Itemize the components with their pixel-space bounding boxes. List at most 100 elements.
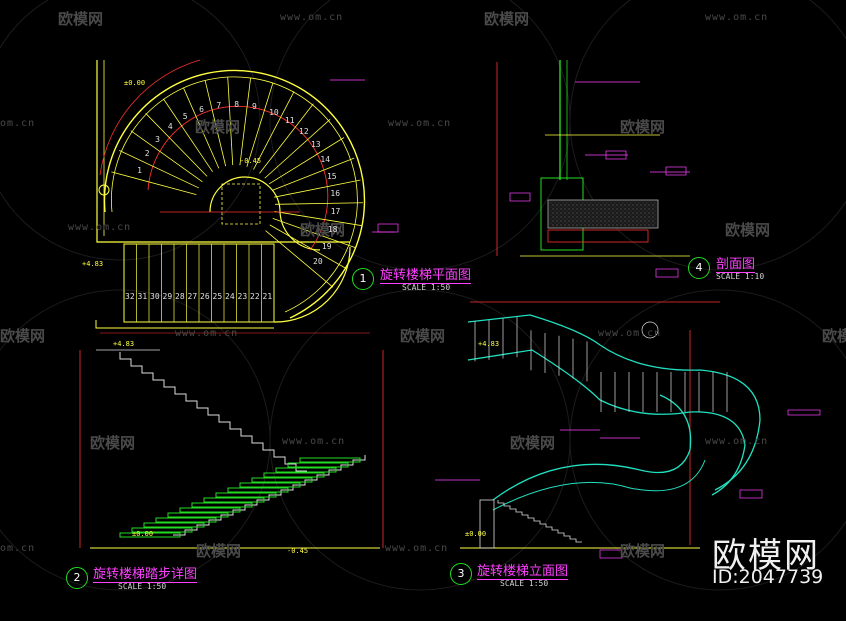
watermark-logo: 欧模网 <box>620 542 666 560</box>
tread-rect <box>119 532 181 538</box>
tread-line <box>145 113 208 177</box>
level-plan-left: +4.83 <box>82 260 104 268</box>
drawing-number-badge: 2 <box>66 567 88 589</box>
step-number: 21 <box>262 292 273 301</box>
step-number: 15 <box>326 171 337 181</box>
drawing-scale: SCALE 1:10 <box>716 272 765 281</box>
tread-rect <box>179 507 241 513</box>
section-tag-b <box>509 192 531 202</box>
watermark-logo: 欧模网 <box>90 434 136 452</box>
tread-line <box>272 217 356 249</box>
step-number: 32 <box>125 292 135 301</box>
detail-lower-flight <box>173 455 366 536</box>
watermark-url: www.om.cn <box>68 222 132 233</box>
watermark-logo: 欧模网 <box>510 434 556 452</box>
plan-dim-arc-outer <box>99 59 201 176</box>
step-number: 11 <box>284 115 295 125</box>
step-number: 17 <box>330 207 341 217</box>
level-detail-low: -0.45 <box>287 547 309 555</box>
plan-outer-arc <box>103 69 366 319</box>
step-number: 1 <box>137 165 142 175</box>
step-number: 28 <box>175 292 185 301</box>
tread-line <box>259 103 314 174</box>
plan-outer-arc-2 <box>111 76 358 313</box>
plan-treads <box>111 77 363 288</box>
tread-line <box>269 224 347 269</box>
elev-post <box>479 499 495 549</box>
level-detail-bottom: ±0.00 <box>132 530 154 538</box>
section-slab-hatch <box>550 202 656 226</box>
watermark-logo: 欧模网 <box>0 327 46 345</box>
section-base <box>547 229 649 243</box>
brand-logo-text: 欧模网 <box>712 536 820 576</box>
tread-line <box>246 82 274 167</box>
watermark-url: www.om.cn <box>388 118 452 129</box>
step-number: 25 <box>212 292 223 301</box>
step-number: 16 <box>330 189 341 199</box>
elev-tag-a <box>739 489 763 499</box>
detail-view <box>79 349 384 549</box>
step-number: 20 <box>313 257 323 267</box>
drawing-title: 旋转楼梯平面图 <box>380 264 472 284</box>
tread-line <box>265 230 334 288</box>
step-number: 26 <box>200 292 210 301</box>
elev-spiral-rail <box>492 394 692 501</box>
tread-line <box>268 137 345 185</box>
plan-lower-curve <box>95 320 274 329</box>
detail-green-treads <box>119 457 361 538</box>
step-number: 23 <box>237 292 248 301</box>
tread-rect <box>167 512 229 518</box>
elev-balusters <box>474 317 728 412</box>
tread-line <box>204 80 227 167</box>
tread-rect <box>299 457 361 463</box>
drawing-scale: SCALE 1:50 <box>500 579 549 588</box>
step-number: 27 <box>187 292 198 301</box>
plan-straight-treads <box>123 244 275 322</box>
level-detail-top: +4.83 <box>113 340 135 348</box>
tread-line <box>111 171 197 196</box>
tread-rect <box>143 522 205 528</box>
watermark-logo: 欧模网 <box>300 221 346 239</box>
watermark-logo: 欧模网 <box>58 10 104 28</box>
step-number: 12 <box>299 126 309 136</box>
level-plan-top: ±0.00 <box>124 79 146 87</box>
step-number: 2 <box>144 149 150 159</box>
watermark-logo: 欧模网 <box>400 327 446 345</box>
step-number: 29 <box>162 292 173 301</box>
drawing-title: 旋转楼梯踏步详图 <box>93 563 198 583</box>
watermark-url: www.om.cn <box>282 436 346 447</box>
watermark-url: om.cn <box>0 543 36 554</box>
step-number: 18 <box>327 224 338 234</box>
detail-upper-flight <box>119 352 307 472</box>
section-tag-c <box>665 166 687 176</box>
plan-wall-left <box>96 60 350 243</box>
elev-tag-b <box>599 549 623 559</box>
drawing-number-badge: 1 <box>352 268 374 290</box>
tread-rect <box>131 527 193 533</box>
drawing-title: 旋转楼梯立面图 <box>477 560 569 580</box>
drawing-number-badge: 4 <box>688 257 710 279</box>
watermark-url: www.om.cn <box>175 328 239 339</box>
watermark-url: www.om.cn <box>705 436 769 447</box>
tread-line <box>272 157 355 191</box>
section-view <box>496 60 690 278</box>
step-number: 7 <box>216 101 222 111</box>
tread-rect <box>251 477 313 483</box>
tread-rect <box>215 492 277 498</box>
tread-rect <box>203 497 265 503</box>
drawing-scale: SCALE 1:50 <box>118 582 167 591</box>
tread-line <box>227 77 234 166</box>
step-number: 5 <box>182 112 188 122</box>
watermark-url: om.cn <box>0 118 36 129</box>
section-tag-d <box>655 268 679 278</box>
watermark-circles <box>0 0 846 591</box>
step-number: 8 <box>234 100 240 110</box>
tread-rect <box>239 482 301 488</box>
step-number: 30 <box>150 292 160 301</box>
plan-column-marker <box>98 184 110 196</box>
plan-tag <box>377 223 399 233</box>
step-number: 24 <box>225 292 235 301</box>
elev-section-marker <box>641 321 659 339</box>
brand-id: ID:2047739 <box>712 566 824 588</box>
watermark-logo: 欧模网 <box>822 327 846 345</box>
